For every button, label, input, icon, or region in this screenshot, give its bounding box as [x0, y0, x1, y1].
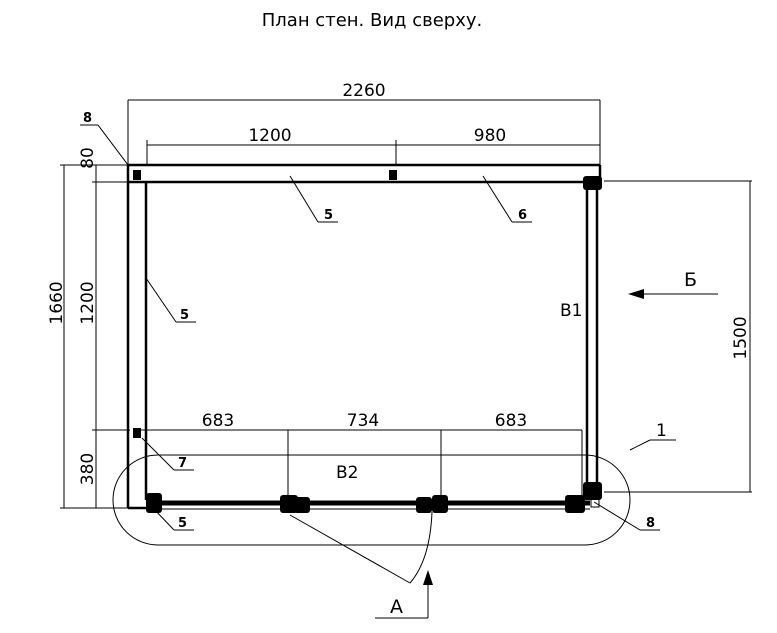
dim-2260-label: 2260	[342, 81, 385, 101]
dim-1200-top-label: 1200	[248, 126, 291, 146]
wall-label-b1: B1	[560, 301, 582, 321]
detail-outline	[112, 454, 631, 546]
callout-5-top: 5	[324, 208, 333, 223]
dimension-bottom-segments: 683 734 683	[133, 411, 583, 500]
fittings	[133, 170, 602, 513]
dim-80-label: 80	[78, 147, 98, 169]
dim-980-label: 980	[474, 126, 506, 146]
dimension-right: 1500	[604, 180, 752, 493]
dimension-total-width: 2260	[127, 81, 601, 165]
dim-1200-left-label: 1200	[78, 281, 98, 324]
callout-7-left: 7	[178, 456, 187, 471]
callout-5-left: 5	[180, 308, 189, 323]
drawing-title: План стен. Вид сверху.	[262, 10, 482, 31]
dim-380-label: 380	[78, 453, 98, 485]
dim-734-label: 734	[347, 411, 379, 431]
callout-8-bottom-right: 8	[646, 516, 655, 531]
dim-1660-label: 1660	[47, 281, 67, 324]
callout-8-top-left: 8	[83, 111, 92, 126]
dim-683-left-label: 683	[202, 411, 234, 431]
dim-683-right-label: 683	[495, 411, 527, 431]
view-a-label: А	[390, 596, 403, 618]
callout-leaders	[80, 124, 676, 531]
dim-1500-label: 1500	[731, 316, 751, 359]
callout-5-bottom-left: 5	[178, 516, 187, 531]
view-b-marker	[628, 289, 718, 299]
dimension-left: 1660 1200 80 380	[47, 147, 145, 509]
callout-1-detail: 1	[656, 421, 667, 441]
wall-label-b2: B2	[336, 463, 358, 483]
view-b-label: Б	[684, 269, 697, 291]
walls	[126, 163, 602, 510]
view-a-marker	[289, 511, 433, 619]
dimension-top-segments: 1200 980	[146, 126, 600, 165]
callout-6-top: 6	[518, 208, 527, 223]
